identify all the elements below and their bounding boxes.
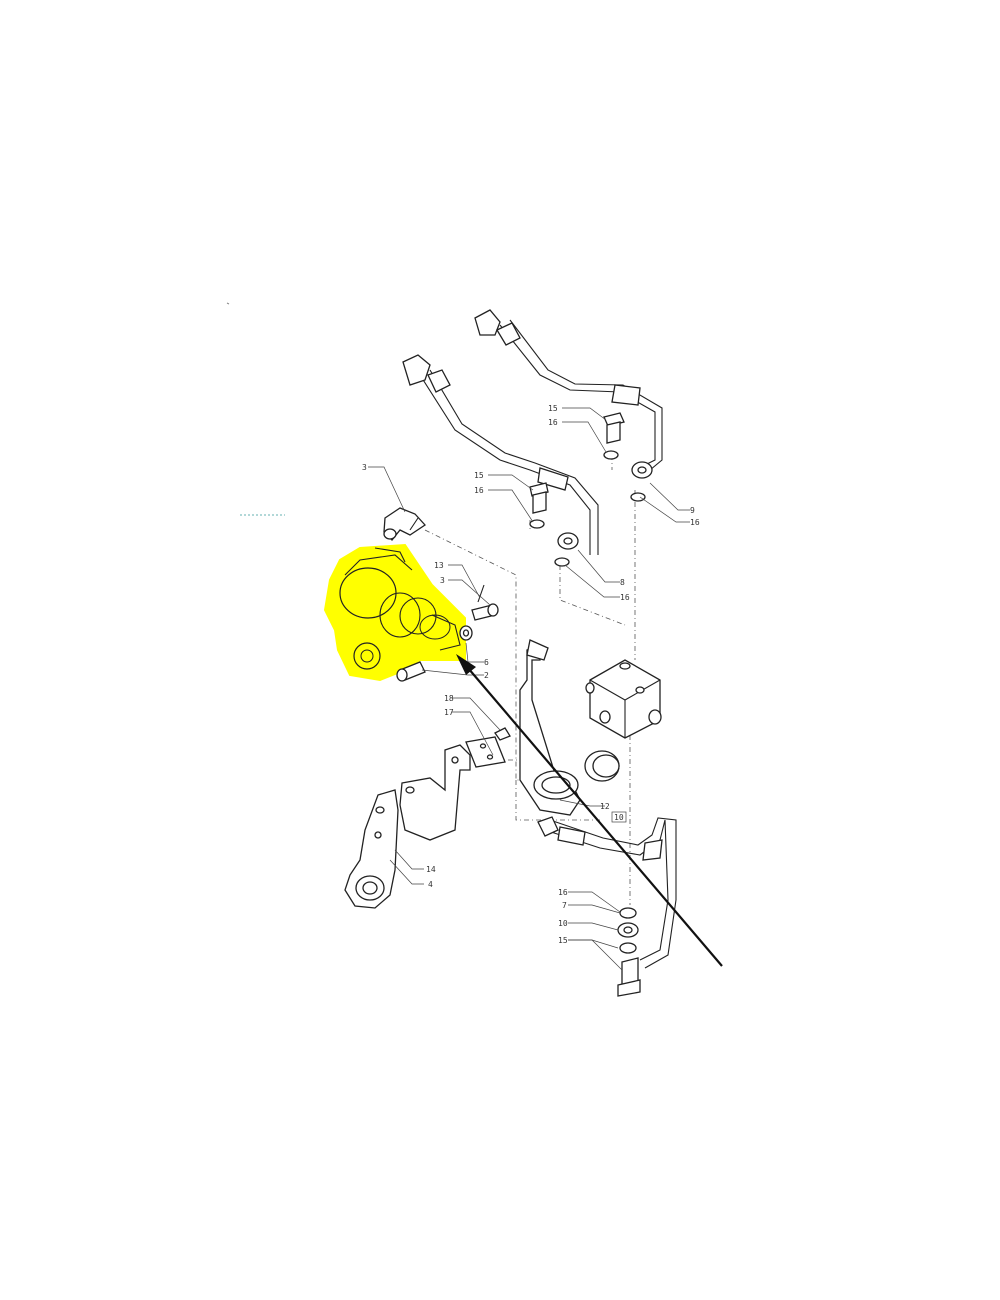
callout-3-mid: 3 xyxy=(440,576,445,585)
clevis-pin xyxy=(471,603,499,621)
callout-15-a: 15 xyxy=(548,404,558,413)
lower-washer-upper xyxy=(619,907,637,919)
highlighted-cylinder-assembly[interactable] xyxy=(323,543,466,682)
clamp-bolt xyxy=(494,727,511,741)
callout-16-c: 16 xyxy=(690,518,700,527)
callout-15-c: 15 xyxy=(558,936,568,945)
washer xyxy=(459,625,473,641)
label-box-10 xyxy=(611,811,627,823)
lower-banjo-fitting xyxy=(617,922,639,938)
callout-16-b: 16 xyxy=(474,486,484,495)
callout-17: 17 xyxy=(444,708,454,717)
bolt xyxy=(396,661,426,682)
lower-washer-lower xyxy=(619,942,637,954)
callout-16-d: 16 xyxy=(620,593,630,602)
lower-banjo-bolt xyxy=(617,957,641,997)
callout-15-b: 15 xyxy=(474,471,484,480)
callout-13: 13 xyxy=(434,561,444,570)
callout-12: 12 xyxy=(600,802,610,811)
callout-10: 10 xyxy=(614,813,624,822)
callout-18: 18 xyxy=(444,694,454,703)
upper-pipe-right xyxy=(474,309,663,471)
upper-pipe-left xyxy=(402,354,599,555)
callout-16-a: 16 xyxy=(548,418,558,427)
callout-14: 14 xyxy=(426,865,436,874)
support-arm xyxy=(344,789,399,909)
cotter-pin xyxy=(477,584,485,603)
sealing-washer-upper-right xyxy=(603,450,619,460)
pointer-arrow xyxy=(456,654,723,967)
distribution-block xyxy=(585,659,662,739)
banjo-bolt-upper-left xyxy=(529,482,549,529)
callout-numbers: 3 15 16 15 16 9 16 8 16 13 3 6 2 18 17 1… xyxy=(362,404,700,945)
clamp-plate xyxy=(465,736,506,768)
callout-8: 8 xyxy=(620,578,625,587)
callout-4: 4 xyxy=(428,880,433,889)
banjo-fitting-upper-left xyxy=(554,532,579,567)
callout-3-top: 3 xyxy=(362,463,367,472)
mounting-bracket xyxy=(399,744,471,841)
banjo-fitting-upper-right xyxy=(630,461,653,502)
callout-7: 7 xyxy=(562,901,567,910)
callout-leaders xyxy=(368,407,690,971)
callout-2: 2 xyxy=(484,671,489,680)
banjo-bolt-upper-right xyxy=(603,412,625,444)
stray-mark xyxy=(226,302,230,305)
callout-16-e: 16 xyxy=(558,888,568,897)
callout-9: 9 xyxy=(690,506,695,515)
callout-10-b: 10 xyxy=(558,919,568,928)
callout-6: 6 xyxy=(484,658,489,667)
bushing xyxy=(584,750,620,782)
elbow-fitting xyxy=(383,507,426,541)
